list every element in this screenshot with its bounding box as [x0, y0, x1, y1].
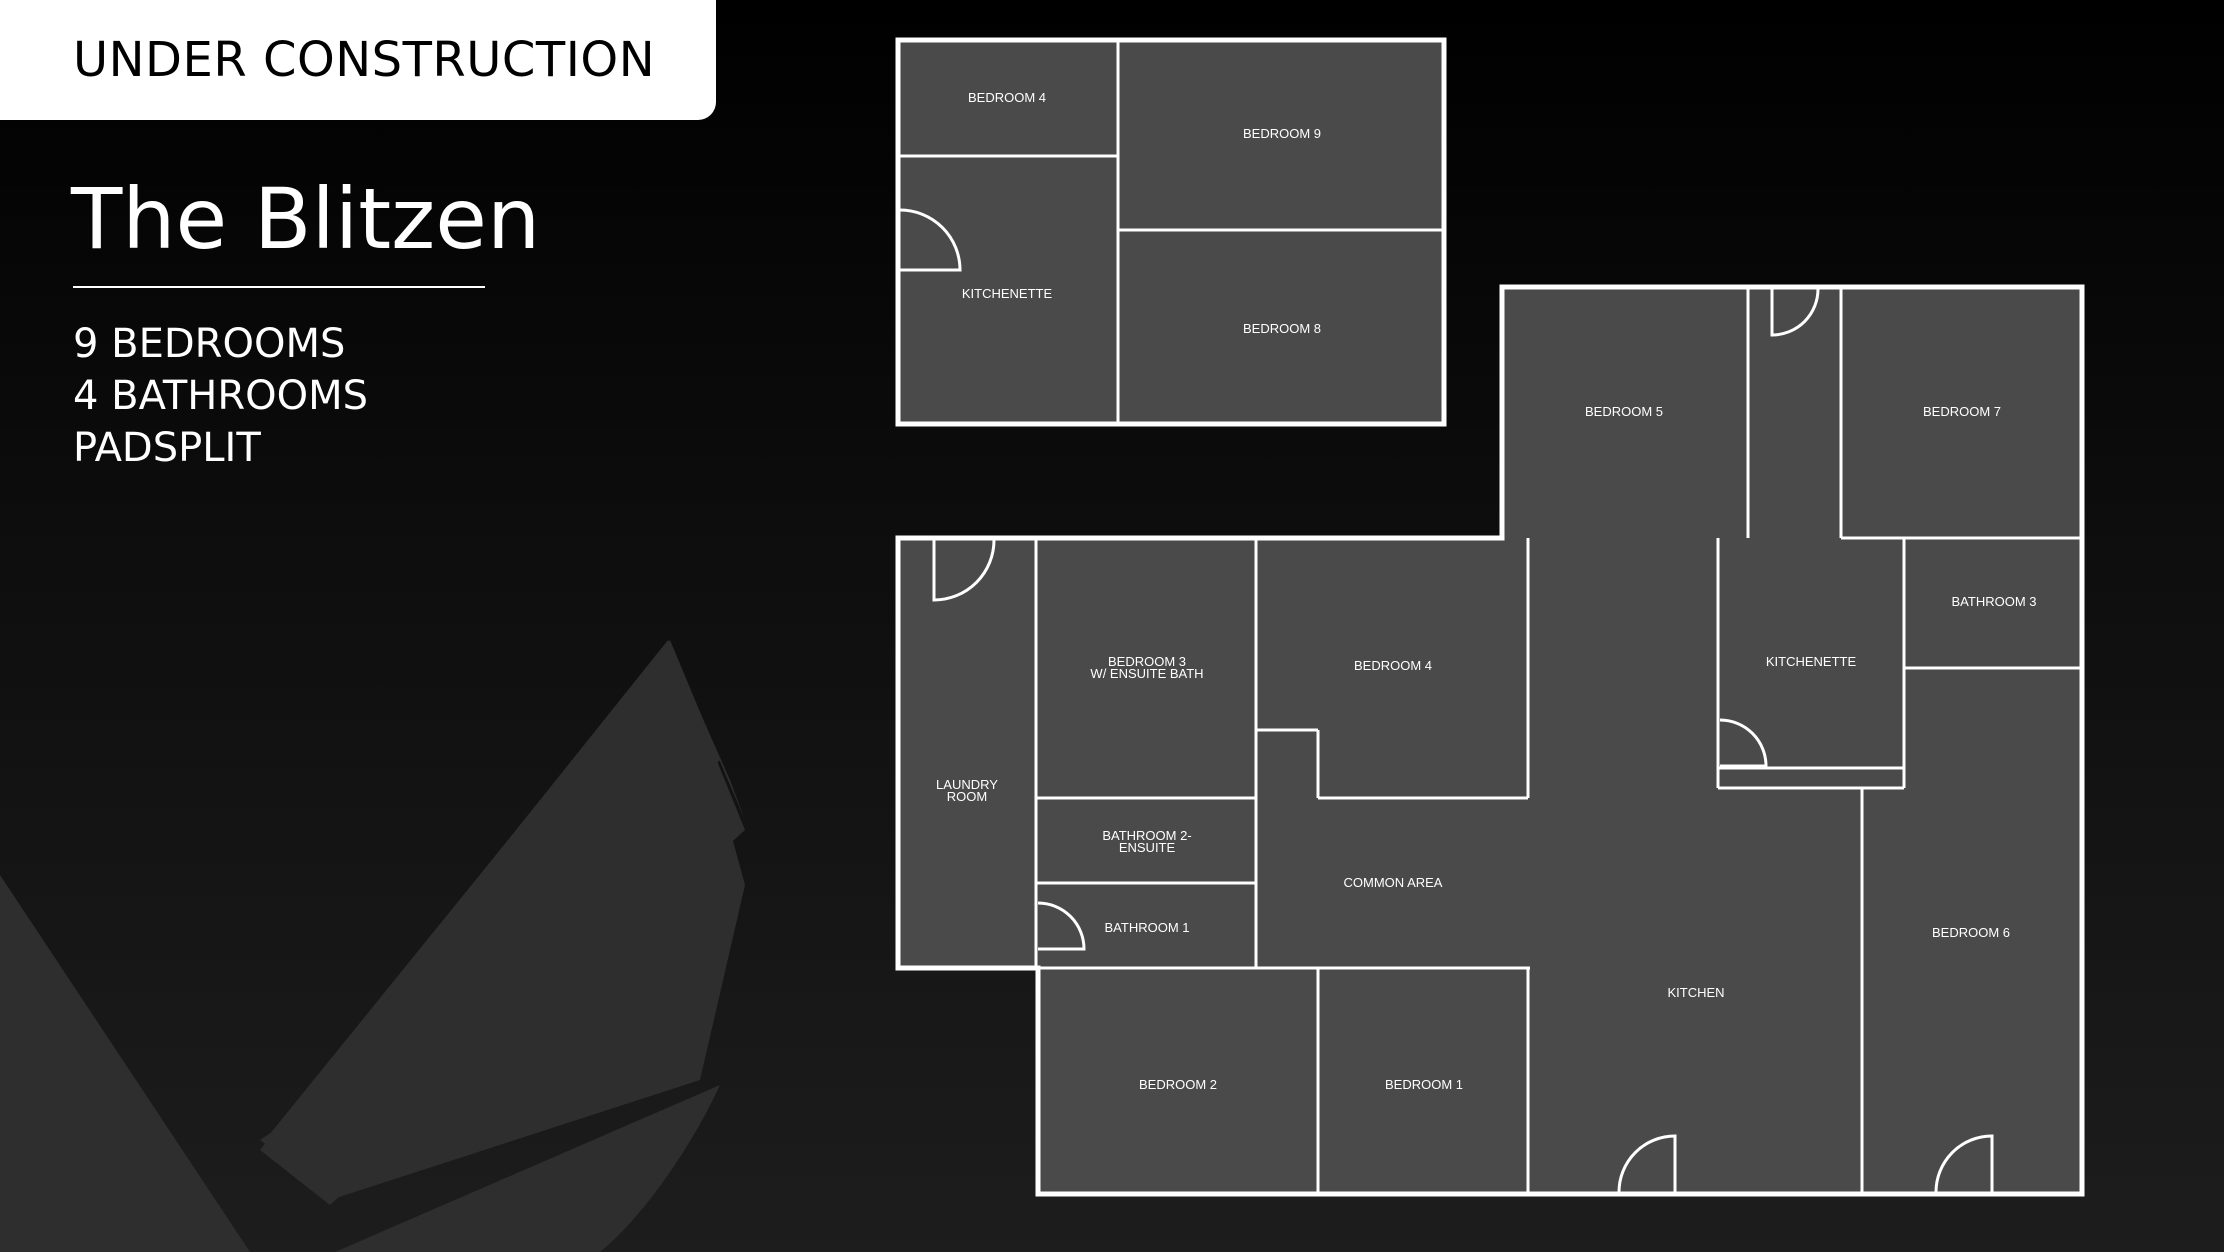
room-label: KITCHENETTE: [962, 286, 1053, 301]
status-badge-text: UNDER CONSTRUCTION: [73, 32, 656, 88]
fact-bathrooms: 4 BATHROOMS: [73, 373, 369, 419]
padsplit-logo-icon: [0, 640, 745, 1252]
fact-program: PADSPLIT: [73, 425, 261, 471]
title-divider: [73, 286, 485, 288]
room-label: BEDROOM 3: [1108, 654, 1186, 669]
page-title: The Blitzen: [71, 170, 541, 268]
room-label: BEDROOM 1: [1385, 1077, 1463, 1092]
room-label: BEDROOM 6: [1932, 925, 2010, 940]
status-badge: UNDER CONSTRUCTION: [0, 0, 716, 120]
door-swing-icon: [899, 208, 962, 272]
door-swing-icon: [1617, 1134, 1677, 1193]
room-label: LAUNDRY: [936, 777, 998, 792]
room-label: W/ ENSUITE BATH: [1090, 666, 1203, 681]
room-label: BEDROOM 7: [1923, 404, 2001, 419]
room-label: KITCHEN: [1667, 985, 1724, 1000]
room-label: BEDROOM 5: [1585, 404, 1663, 419]
room-label: BEDROOM 4: [1354, 658, 1432, 673]
room-label: BEDROOM 9: [1243, 126, 1321, 141]
room-label: BEDROOM 8: [1243, 321, 1321, 336]
room-label: BEDROOM 4: [968, 90, 1046, 105]
room-label: KITCHENETTE: [1766, 654, 1857, 669]
door-swing-icon: [932, 539, 996, 602]
room-label: ENSUITE: [1119, 840, 1176, 855]
door-swing-icon: [1037, 901, 1086, 951]
door-swing-icon: [1719, 718, 1768, 768]
main-floor-plan: BEDROOM 5 BEDROOM 7 BATHROOM 3 KITCHENET…: [895, 284, 2085, 1197]
room-label: ROOM: [947, 789, 987, 804]
upper-floor-plan: BEDROOM 4 BEDROOM 9 KITCHENETTE BEDROOM …: [895, 37, 1447, 427]
room-label: BEDROOM 2: [1139, 1077, 1217, 1092]
room-label: BATHROOM 1: [1105, 920, 1190, 935]
room-label: COMMON AREA: [1344, 875, 1443, 890]
room-label: BATHROOM 2-: [1102, 828, 1191, 843]
door-swing-icon: [1770, 288, 1820, 337]
door-swing-icon: [1934, 1134, 1994, 1193]
fact-bedrooms: 9 BEDROOMS: [73, 321, 346, 367]
room-label: BATHROOM 3: [1952, 594, 2037, 609]
property-facts: 9 BEDROOMS 4 BATHROOMS PADSPLIT: [73, 318, 368, 474]
